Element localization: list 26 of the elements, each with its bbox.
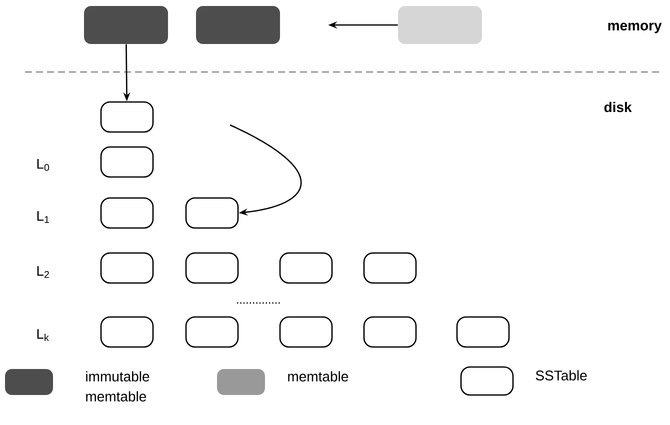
memtable-block bbox=[398, 6, 482, 44]
sstable-box bbox=[363, 316, 417, 348]
legend-text: memtable bbox=[288, 371, 348, 382]
sstable-box bbox=[363, 252, 417, 284]
memtable-block bbox=[196, 6, 280, 44]
sstable-box bbox=[100, 252, 154, 284]
memtable-block bbox=[84, 6, 168, 44]
sstable-box bbox=[100, 101, 154, 133]
sstable-box bbox=[185, 252, 239, 284]
sstable-box bbox=[100, 197, 154, 229]
sstable-box bbox=[185, 197, 239, 229]
sstable-box bbox=[279, 252, 333, 284]
sstable-box bbox=[100, 146, 154, 178]
sstable-box bbox=[456, 316, 510, 348]
region-label: disk bbox=[604, 102, 632, 112]
level-label: L$_{0}$ bbox=[37, 159, 50, 171]
level-label: L$_{2}$ bbox=[37, 266, 49, 278]
legend-text: SSTable bbox=[536, 370, 587, 380]
region-label: memory bbox=[608, 22, 662, 34]
arrow bbox=[230, 124, 302, 216]
sstable-box bbox=[279, 316, 333, 348]
level-label: L$_{1}$ bbox=[37, 211, 49, 223]
level-label: L$_{k}$ bbox=[37, 329, 49, 341]
sstable-box bbox=[185, 316, 239, 348]
sstable-box bbox=[100, 316, 154, 348]
legend-text: immutable memtable bbox=[86, 371, 150, 402]
